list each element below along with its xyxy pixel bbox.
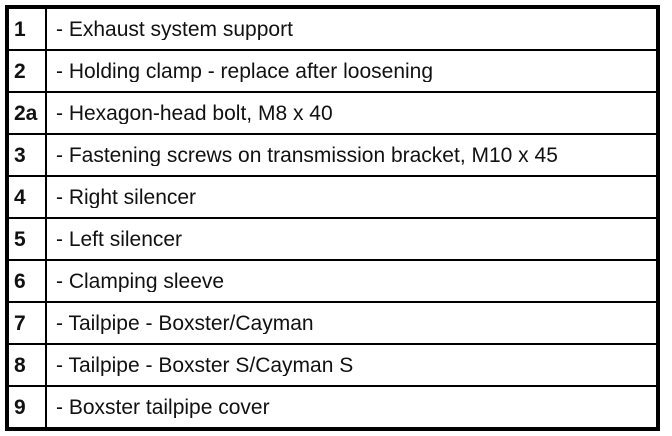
item-number: 3 — [9, 135, 47, 175]
table-row: 9 - Boxster tailpipe cover — [9, 387, 656, 427]
item-description: - Tailpipe - Boxster/Cayman — [56, 312, 314, 334]
table-row: 8 - Tailpipe - Boxster S/Cayman S — [9, 345, 656, 387]
item-description: - Clamping sleeve — [56, 270, 225, 292]
item-number: 2a — [9, 93, 47, 133]
table-row: 7 - Tailpipe - Boxster/Cayman — [9, 303, 656, 345]
item-number: 8 — [9, 345, 47, 385]
item-number: 7 — [9, 303, 47, 343]
item-number: 2 — [9, 51, 47, 91]
table-row: 3 - Fastening screws on transmission bra… — [9, 135, 656, 177]
item-description: - Left silencer — [56, 228, 183, 250]
item-number: 1 — [9, 9, 47, 49]
parts-legend-table: 1 - Exhaust system support 2 - Holding c… — [5, 5, 660, 431]
table-row: 1 - Exhaust system support — [9, 9, 656, 51]
table-row: 6 - Clamping sleeve — [9, 261, 656, 303]
item-description: - Right silencer — [56, 186, 197, 208]
item-number: 5 — [9, 219, 47, 259]
item-description: - Hexagon-head bolt, M8 x 40 — [56, 102, 333, 124]
table-row: 2a - Hexagon-head bolt, M8 x 40 — [9, 93, 656, 135]
item-description: - Tailpipe - Boxster S/Cayman S — [56, 354, 354, 376]
item-number: 4 — [9, 177, 47, 217]
item-description: - Fastening screws on transmission brack… — [56, 144, 558, 166]
item-description: - Boxster tailpipe cover — [56, 396, 270, 418]
item-description: - Exhaust system support — [56, 18, 293, 40]
table-row: 4 - Right silencer — [9, 177, 656, 219]
table-row: 5 - Left silencer — [9, 219, 656, 261]
item-number: 6 — [9, 261, 47, 301]
table-row: 2 - Holding clamp - replace after loosen… — [9, 51, 656, 93]
item-description: - Holding clamp - replace after loosenin… — [56, 60, 434, 82]
item-number: 9 — [9, 387, 47, 427]
